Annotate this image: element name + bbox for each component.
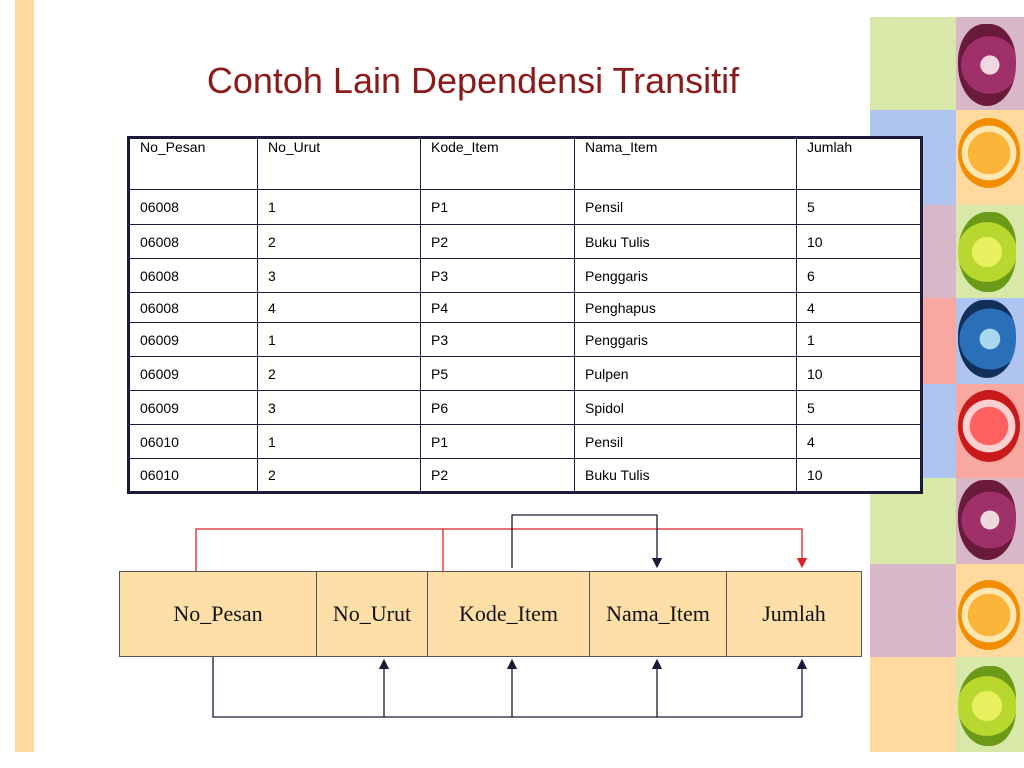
orange-icon xyxy=(958,390,1020,462)
table-cell: 06008 xyxy=(128,258,258,293)
table-cell: 2 xyxy=(257,458,421,493)
table-header-row: No_Pesan No_Urut Kode_Item Nama_Item Jum… xyxy=(128,137,922,190)
item-dependency-arrow xyxy=(511,514,663,569)
table-cell: Pulpen xyxy=(574,356,797,391)
table-cell: P6 xyxy=(420,390,575,425)
strip-panel xyxy=(870,564,956,657)
table-header-cell: Nama_Item xyxy=(574,137,797,190)
attribute-diagram: No_Pesan No_Urut Kode_Item Nama_Item Jum… xyxy=(119,571,862,657)
table-header-cell: No_Pesan xyxy=(128,137,258,190)
table-cell: Buku Tulis xyxy=(574,458,797,493)
table-cell: 06010 xyxy=(128,424,258,459)
table-cell: P2 xyxy=(420,224,575,259)
attribute-box: Nama_Item xyxy=(590,572,727,656)
slide-title: Contoh Lain Dependensi Transitif xyxy=(206,60,740,101)
strip-panel xyxy=(870,17,956,110)
key-dependency-line xyxy=(212,657,802,718)
table-cell: 10 xyxy=(796,224,922,259)
attribute-box: Kode_Item xyxy=(428,572,590,656)
orange-icon xyxy=(958,118,1020,188)
table-cell: Pensil xyxy=(574,189,797,225)
table-cell: 1 xyxy=(257,189,421,225)
strip-panel xyxy=(870,657,956,752)
apple-icon xyxy=(958,300,1016,378)
transitive-dependency-arrow xyxy=(195,528,808,571)
table-header-cell: Kode_Item xyxy=(420,137,575,190)
table-cell: P3 xyxy=(420,258,575,293)
table-cell: Penghapus xyxy=(574,292,797,323)
apple-icon xyxy=(958,480,1016,560)
orange-icon xyxy=(958,580,1020,650)
table-cell: P2 xyxy=(420,458,575,493)
left-accent-bar xyxy=(15,0,34,752)
table-header-cell: Jumlah xyxy=(796,137,922,190)
table-cell: 06009 xyxy=(128,390,258,425)
lime-icon xyxy=(958,212,1016,292)
table-cell: P3 xyxy=(420,322,575,357)
table-cell: 06010 xyxy=(128,458,258,493)
lime-icon xyxy=(958,666,1016,746)
table-cell: Buku Tulis xyxy=(574,224,797,259)
table-cell: 3 xyxy=(257,258,421,293)
table-cell: Spidol xyxy=(574,390,797,425)
table-cell: 4 xyxy=(257,292,421,323)
attribute-box: Jumlah xyxy=(762,601,826,626)
order-table: No_Pesan No_Urut Kode_Item Nama_Item Jum… xyxy=(127,136,923,494)
attribute-box: No_Pesan xyxy=(120,572,317,656)
table-cell: 06008 xyxy=(128,224,258,259)
table-cell: 3 xyxy=(257,390,421,425)
table-cell: 1 xyxy=(796,322,922,357)
table-cell: 10 xyxy=(796,458,922,493)
table-cell: 06009 xyxy=(128,322,258,357)
apple-icon xyxy=(958,24,1016,106)
table-cell: 4 xyxy=(796,424,922,459)
attribute-box: No_Urut xyxy=(317,572,428,656)
